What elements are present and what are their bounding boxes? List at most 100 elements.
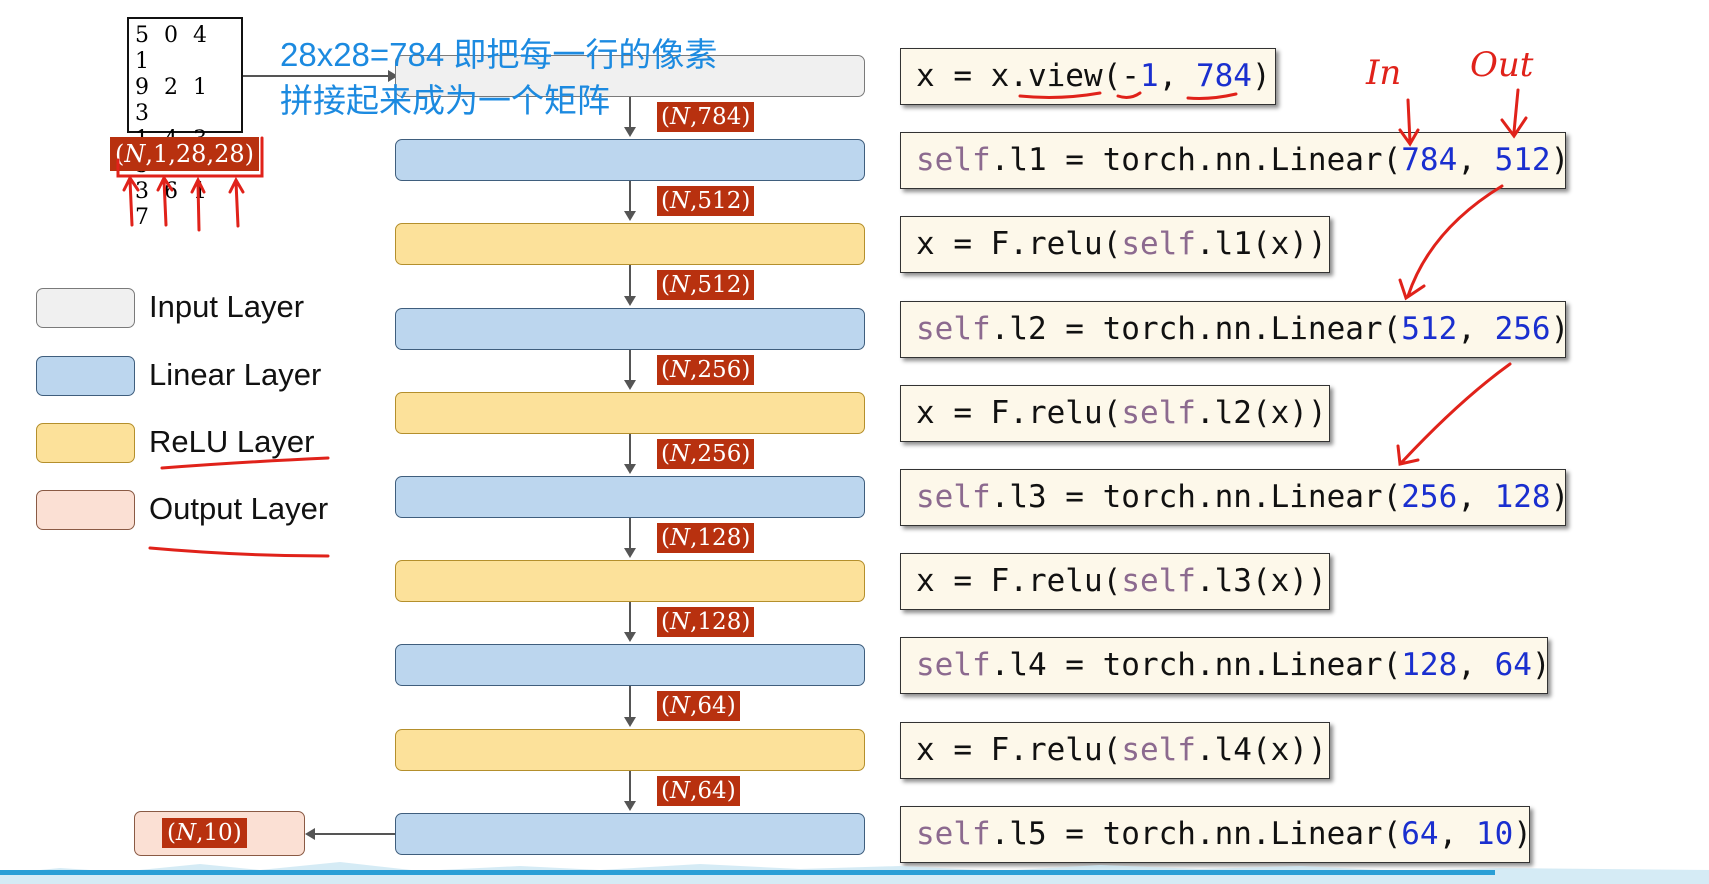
note-line-2: 拼接起来成为一个矩阵: [280, 82, 610, 119]
tensor-shape-badge: (N,512): [657, 270, 755, 301]
code-token: self: [916, 647, 991, 684]
code-token: ): [1251, 58, 1271, 94]
code-token: self: [1121, 731, 1196, 768]
output-arrowhead: [305, 828, 315, 840]
flow-arrow: [629, 349, 631, 382]
legend-label: Input Layer: [149, 289, 305, 324]
flow-arrow: [629, 433, 631, 466]
tensor-shape-badge: (N,784): [657, 102, 755, 132]
output-shape-badge: (N,10): [162, 818, 247, 848]
code-token: ): [1513, 815, 1532, 852]
code-line-box: x = F.relu(self.l1(x)): [900, 216, 1330, 274]
flow-arrowhead: [624, 379, 636, 390]
linear-layer-box: [395, 139, 865, 182]
code-token: ): [1550, 479, 1570, 515]
code-token: .l1(x)): [1195, 226, 1327, 263]
flow-arrowhead: [624, 632, 636, 643]
code-token: .l3 = torch.nn.Linear(: [990, 479, 1402, 515]
code-token: self: [1121, 394, 1196, 431]
code-token: ): [1531, 647, 1551, 684]
legend-swatch: [36, 288, 135, 328]
code-line-box: self.l3 = torch.nn.Linear(256, 128): [900, 469, 1569, 526]
input-arrowhead: [388, 70, 398, 82]
in-label: In: [1365, 53, 1401, 93]
legend-label: Output Layer: [149, 491, 329, 526]
tensor-shape-badge: (N,128): [657, 523, 755, 553]
code-token: 64: [1494, 647, 1532, 684]
curve-arrow-2: [1396, 362, 1512, 466]
waveform-strip: [0, 862, 1709, 884]
flow-arrow: [629, 181, 631, 214]
out-label: Out: [1470, 45, 1534, 85]
code-token: ,: [1457, 142, 1495, 179]
linear-layer-box: [395, 307, 865, 350]
tensor-shape-badge: (N,64): [657, 691, 740, 722]
curve-arrow-1: [1398, 184, 1504, 301]
code-token: ,: [1158, 58, 1196, 94]
legend-swatch: [36, 423, 135, 463]
code-line-box: x = F.relu(self.l3(x)): [900, 553, 1330, 611]
input-layer-box: [395, 55, 865, 97]
input-arrow: [243, 75, 393, 77]
digit-row: 9 2 1 3: [135, 75, 211, 126]
legend-swatch: [36, 356, 135, 396]
relu-layer-box: [395, 223, 865, 266]
code-token: 512: [1494, 142, 1551, 179]
code-token: .l4(x)): [1195, 731, 1327, 768]
code-token: .l1 = torch.nn.Linear(: [990, 142, 1402, 179]
code-token: 64: [1401, 815, 1439, 852]
flow-arrowhead: [624, 127, 636, 138]
input-shape-n: N: [124, 140, 146, 168]
tensor-shape-badge: (N,128): [657, 607, 755, 638]
linear-layer-box: [395, 812, 865, 855]
flow-arrow: [629, 265, 631, 298]
code-token: ,: [1457, 647, 1495, 684]
input-shape-badge: (N,1,28,28): [110, 137, 259, 171]
code-token: self: [916, 310, 991, 347]
digit-row: 5 0 4 1: [135, 23, 211, 74]
code-token: .l2 = torch.nn.Linear(: [990, 310, 1402, 347]
flow-arrow: [629, 770, 631, 803]
mnist-digits-image: 5 0 4 1 9 2 1 3 1 4 3 5 3 6 1 7: [127, 17, 243, 230]
code-token: 784: [1195, 58, 1252, 94]
code-line-box: x = F.relu(self.l4(x)): [900, 721, 1330, 779]
code-token: x = F.relu(: [916, 731, 1122, 768]
flow-arrow: [629, 518, 631, 551]
code-token: 128: [1401, 647, 1458, 684]
out-arrow: [1500, 88, 1528, 139]
relu-layer-box: [395, 728, 865, 771]
flow-arrowhead: [624, 716, 636, 727]
relu-layer-box: [395, 391, 865, 434]
code-token: .l3(x)): [1195, 563, 1327, 600]
code-token: 10: [1475, 815, 1514, 852]
relu-layer-box: [395, 560, 865, 603]
code-token: x = F.relu(: [916, 226, 1122, 263]
digit-row: 3 6 1 7: [135, 179, 211, 230]
tensor-shape-badge: (N,256): [657, 438, 755, 469]
code-token: self: [1121, 563, 1196, 600]
legend-swatch: [36, 490, 135, 530]
code-token: .l5 = torch.nn.Linear(: [990, 815, 1402, 852]
input-shape-rest: ,1,28,28): [145, 140, 254, 168]
code-token: 1: [1139, 58, 1159, 94]
output-shape-value: 10: [203, 820, 233, 846]
legend-label: ReLU Layer: [149, 424, 315, 459]
code-token: self: [916, 815, 991, 852]
tensor-shape-badge: (N,256): [657, 354, 755, 385]
code-token: ,: [1438, 815, 1476, 852]
code-token: ): [1550, 142, 1570, 179]
code-token: 256: [1494, 310, 1551, 347]
code-token: self: [916, 479, 991, 515]
code-line-box: self.l5 = torch.nn.Linear(64, 10): [900, 805, 1532, 863]
code-token: ,: [1457, 310, 1495, 347]
code-token: x = F.relu(: [916, 563, 1122, 600]
code-line-box: x = F.relu(self.l2(x)): [900, 384, 1330, 442]
code-line-box: self.l4 = torch.nn.Linear(128, 64): [900, 637, 1551, 695]
code-token: self: [1121, 226, 1196, 263]
underline-output-legend: [148, 546, 330, 558]
code-line-box: x = x.view(-1, 784): [900, 48, 1276, 105]
code-token: .l4 = torch.nn.Linear(: [990, 647, 1402, 684]
flow-arrowhead: [624, 295, 636, 306]
code-token: 256: [1401, 479, 1458, 515]
note-line-1: 28x28=784 即把每一行的像素: [280, 36, 718, 73]
